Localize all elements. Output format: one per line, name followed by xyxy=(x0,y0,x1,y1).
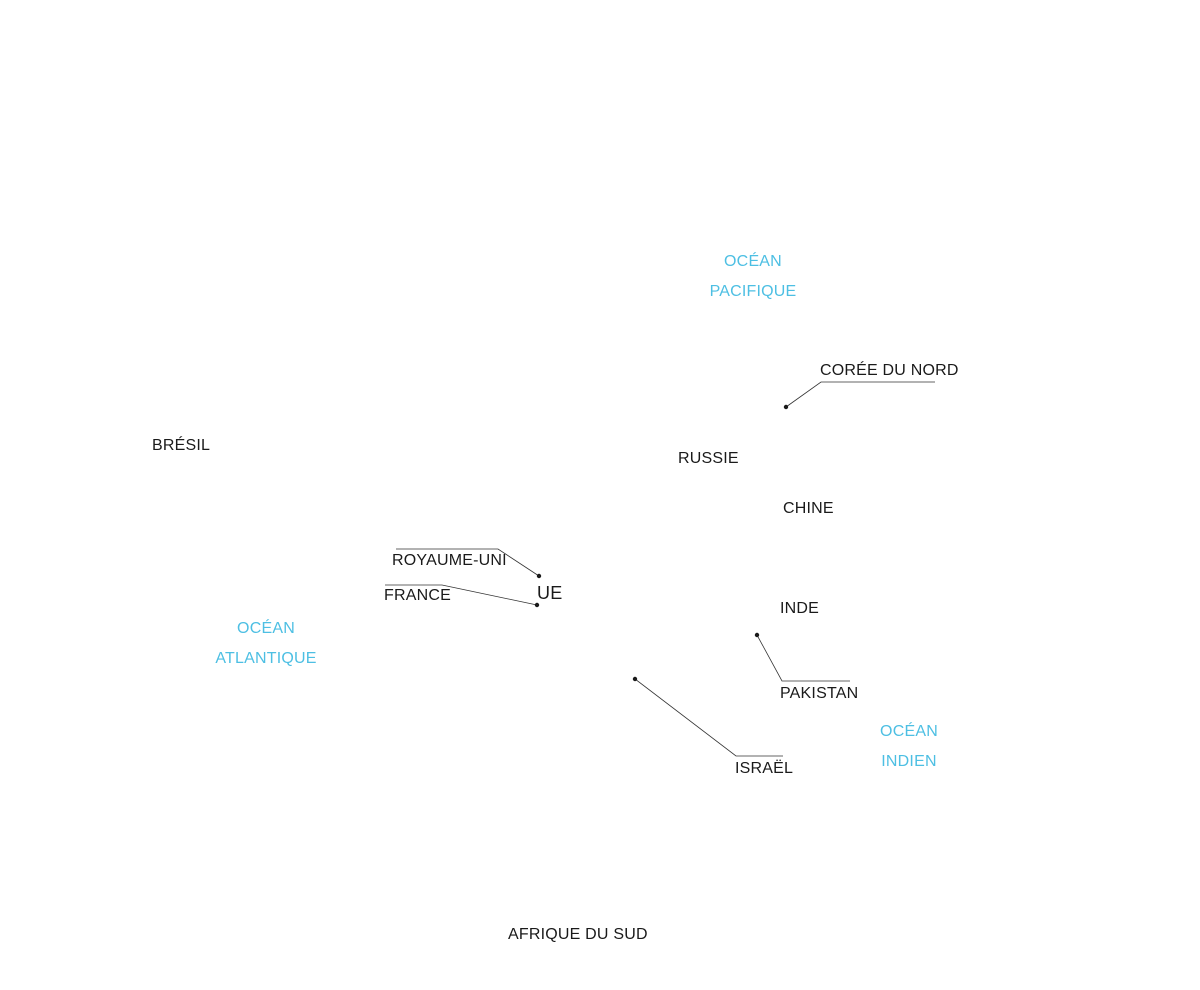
ocean-label-indien: OCÉAN INDIEN xyxy=(880,717,938,776)
country-label-pakistan: PAKISTAN xyxy=(780,685,859,702)
country-label-chine: CHINE xyxy=(783,500,834,517)
leader-israel xyxy=(632,676,783,757)
leader-pakistan xyxy=(754,632,850,682)
ocean-indien-line2: INDIEN xyxy=(881,752,937,770)
ocean-indien-line1: OCÉAN xyxy=(880,723,938,740)
ocean-label-atlantique: OCÉAN ATLANTIQUE xyxy=(215,614,316,673)
country-label-russie: RUSSIE xyxy=(678,450,739,467)
ocean-pacifique-line2: PACIFIQUE xyxy=(709,282,797,300)
country-label-afrique-du-sud: AFRIQUE DU SUD xyxy=(508,926,648,943)
country-label-coree-du-nord: CORÉE DU NORD xyxy=(820,362,959,379)
country-label-bresil: BRÉSIL xyxy=(152,437,211,454)
country-label-ue: UE xyxy=(537,583,563,603)
ocean-label-pacifique: OCÉAN PACIFIQUE xyxy=(710,247,797,306)
country-label-france: FRANCE xyxy=(384,587,451,604)
country-label-inde: INDE xyxy=(780,600,820,617)
ocean-atlantique-line2: ATLANTIQUE xyxy=(215,649,317,667)
ocean-pacifique-line1: OCÉAN xyxy=(724,253,782,270)
leader-france xyxy=(385,584,540,608)
country-label-royaume-uni: ROYAUME-UNI xyxy=(392,552,507,569)
country-label-israel: ISRAËL xyxy=(735,760,794,777)
ocean-atlantique-line1: OCÉAN xyxy=(237,620,295,637)
leader-coree-du-nord xyxy=(783,381,935,410)
leader-royaume-uni xyxy=(396,548,542,579)
